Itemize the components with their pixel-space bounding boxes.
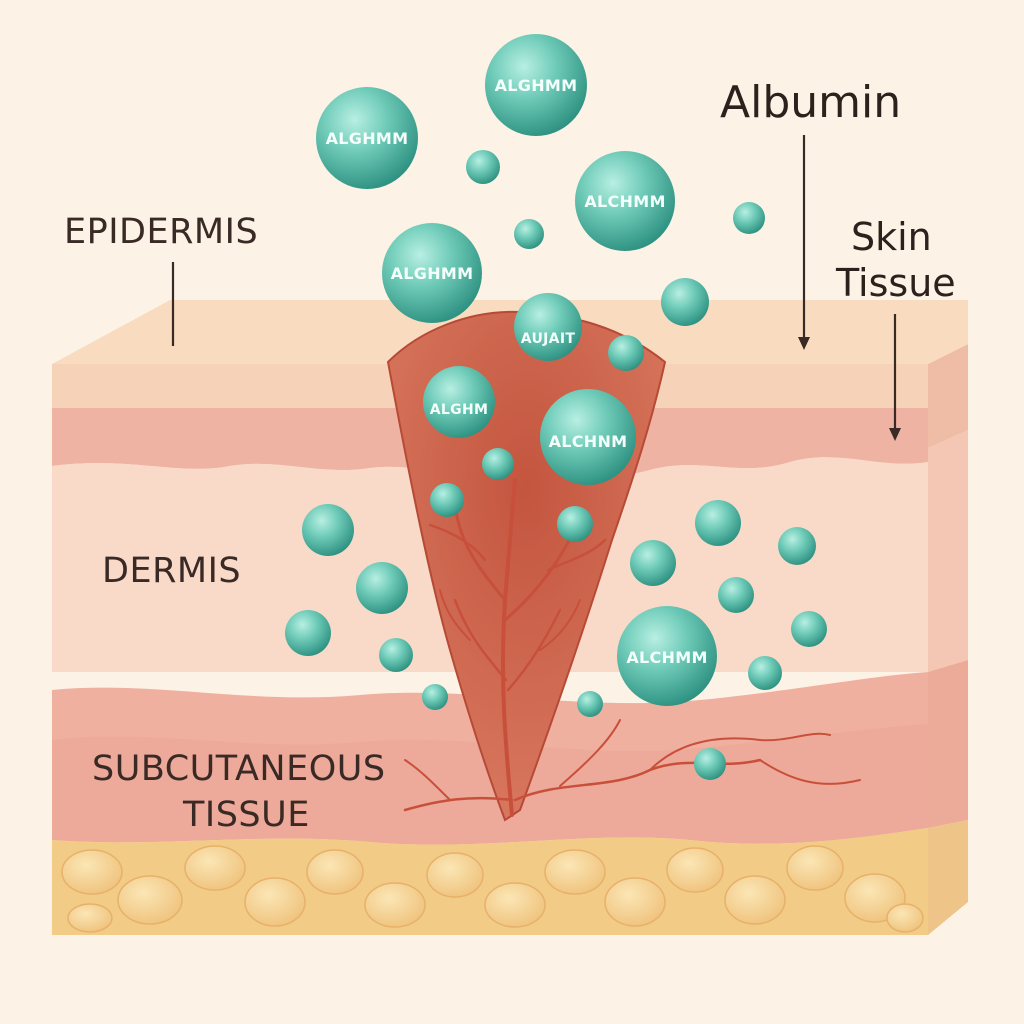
albumin-molecule-3: ALCHMM xyxy=(575,151,675,251)
albumin-molecule-small xyxy=(422,684,448,710)
albumin-molecule-small xyxy=(718,577,754,613)
albumin-molecule-2: ALGHMM xyxy=(485,34,587,136)
albumin-molecule-small xyxy=(608,335,644,371)
albumin-molecule-small xyxy=(694,748,726,780)
albumin-molecule-small xyxy=(630,540,676,586)
molecule-label: ALCHNM xyxy=(549,432,628,451)
albumin-label: Albumin xyxy=(720,77,901,128)
albumin-molecule-8: ALCHMM xyxy=(617,606,717,706)
molecule-label: ALGHMM xyxy=(391,264,474,283)
albumin-molecule-1: ALGHMM xyxy=(316,87,418,189)
skin-tissue-label-line1: Skin xyxy=(851,215,932,259)
block-side-face xyxy=(928,344,968,935)
albumin-molecule-small xyxy=(430,483,464,517)
albumin-molecule-small xyxy=(356,562,408,614)
albumin-molecule-6: ALGHM xyxy=(423,366,495,438)
subcutaneous-label-line2: TISSUE xyxy=(182,795,310,835)
albumin-molecule-small xyxy=(514,219,544,249)
molecule-label: ALCHMM xyxy=(584,192,665,211)
skin-tissue-leader-arrow xyxy=(889,314,901,441)
fat-cells xyxy=(61,845,924,933)
albumin-molecule-small xyxy=(695,500,741,546)
albumin-leader-arrow xyxy=(798,135,810,350)
albumin-molecule-small xyxy=(748,656,782,690)
albumin-molecule-small xyxy=(285,610,331,656)
albumin-small-spheres xyxy=(285,150,827,780)
molecule-label: ALGHMM xyxy=(326,129,409,148)
albumin-molecule-small xyxy=(791,611,827,647)
albumin-molecule-small xyxy=(733,202,765,234)
albumin-molecule-7: ALCHNM xyxy=(540,389,636,485)
albumin-molecule-4: ALGHMM xyxy=(382,223,482,323)
molecule-label: AUJAIT xyxy=(521,331,576,347)
skin-tissue-label-line2: Tissue xyxy=(835,261,956,305)
albumin-molecule-small xyxy=(482,448,514,480)
albumin-molecule-small xyxy=(778,527,816,565)
albumin-molecule-small xyxy=(302,504,354,556)
molecule-label: ALCHMM xyxy=(626,648,707,667)
albumin-molecule-small xyxy=(466,150,500,184)
albumin-molecule-small xyxy=(661,278,709,326)
albumin-molecule-small xyxy=(577,691,603,717)
albumin-molecule-5: AUJAIT xyxy=(514,293,582,361)
epidermis-label: EPIDERMIS xyxy=(64,212,258,252)
albumin-molecule-small xyxy=(557,506,593,542)
molecule-label: ALGHMM xyxy=(495,76,578,95)
subcutaneous-label-line1: SUBCUTANEOUS xyxy=(92,749,386,789)
albumin-molecule-small xyxy=(379,638,413,672)
dermis-label: DERMIS xyxy=(102,551,241,591)
molecule-label: ALGHM xyxy=(430,402,488,418)
blood-vessels xyxy=(403,478,861,817)
